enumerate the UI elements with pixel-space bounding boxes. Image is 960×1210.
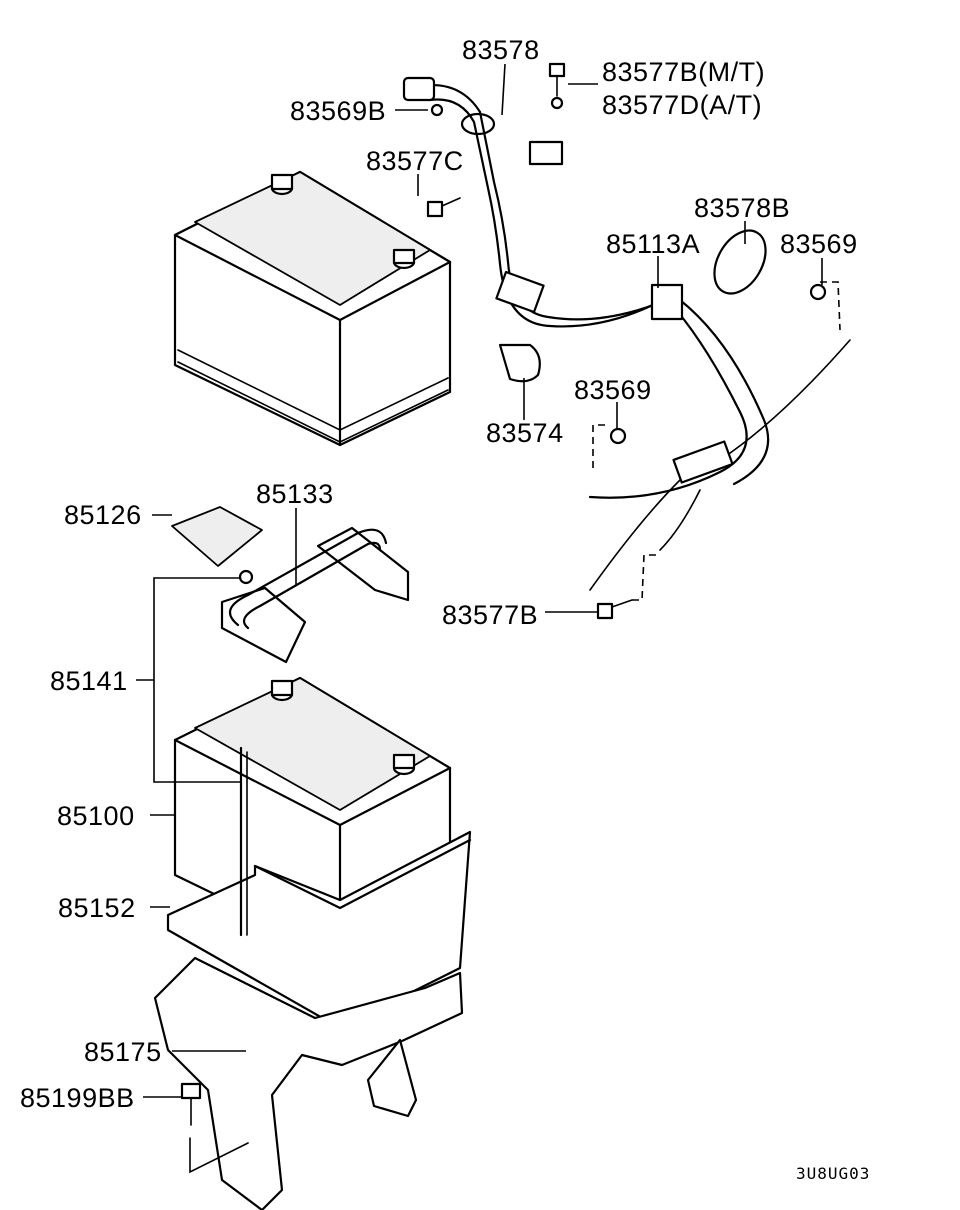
callout-83577b-mt: 83577B(M/T) bbox=[602, 57, 766, 87]
callout-85141: 85141 bbox=[50, 666, 128, 696]
indicator-lines bbox=[592, 281, 841, 601]
callout-83577c: 83577C bbox=[366, 146, 464, 176]
callout-83578: 83578 bbox=[462, 35, 540, 65]
callout-85199bb: 85199BB bbox=[20, 1083, 135, 1113]
callout-85133: 85133 bbox=[256, 479, 334, 509]
callout-83577b-low: 83577B bbox=[442, 600, 539, 630]
callout-85126: 85126 bbox=[64, 500, 142, 530]
callout-85175: 85175 bbox=[84, 1037, 162, 1067]
callout-85152: 85152 bbox=[58, 893, 136, 923]
battery-cable-harness-illustration bbox=[402, 76, 851, 591]
callout-85100: 85100 bbox=[57, 801, 135, 831]
callout-83569b: 83569B bbox=[290, 96, 387, 126]
upper-battery-illustration bbox=[173, 170, 452, 447]
battery-bracket-illustration bbox=[153, 956, 464, 1210]
callout-85113a: 85113A bbox=[606, 229, 701, 259]
callout-83578b: 83578B bbox=[694, 193, 791, 223]
fasteners-illustration bbox=[238, 62, 827, 620]
diagram-reference-code: 3U8UG03 bbox=[796, 1164, 871, 1183]
battery-holder-parts-illustration bbox=[171, 506, 410, 664]
callout-83574: 83574 bbox=[486, 418, 564, 448]
lower-battery-illustration bbox=[166, 676, 472, 1030]
callout-leaders bbox=[136, 63, 823, 1098]
callout-83577d-at: 83577D(A/T) bbox=[602, 90, 763, 120]
callout-83569-top: 83569 bbox=[780, 229, 858, 259]
callout-83569-mid: 83569 bbox=[574, 375, 652, 405]
